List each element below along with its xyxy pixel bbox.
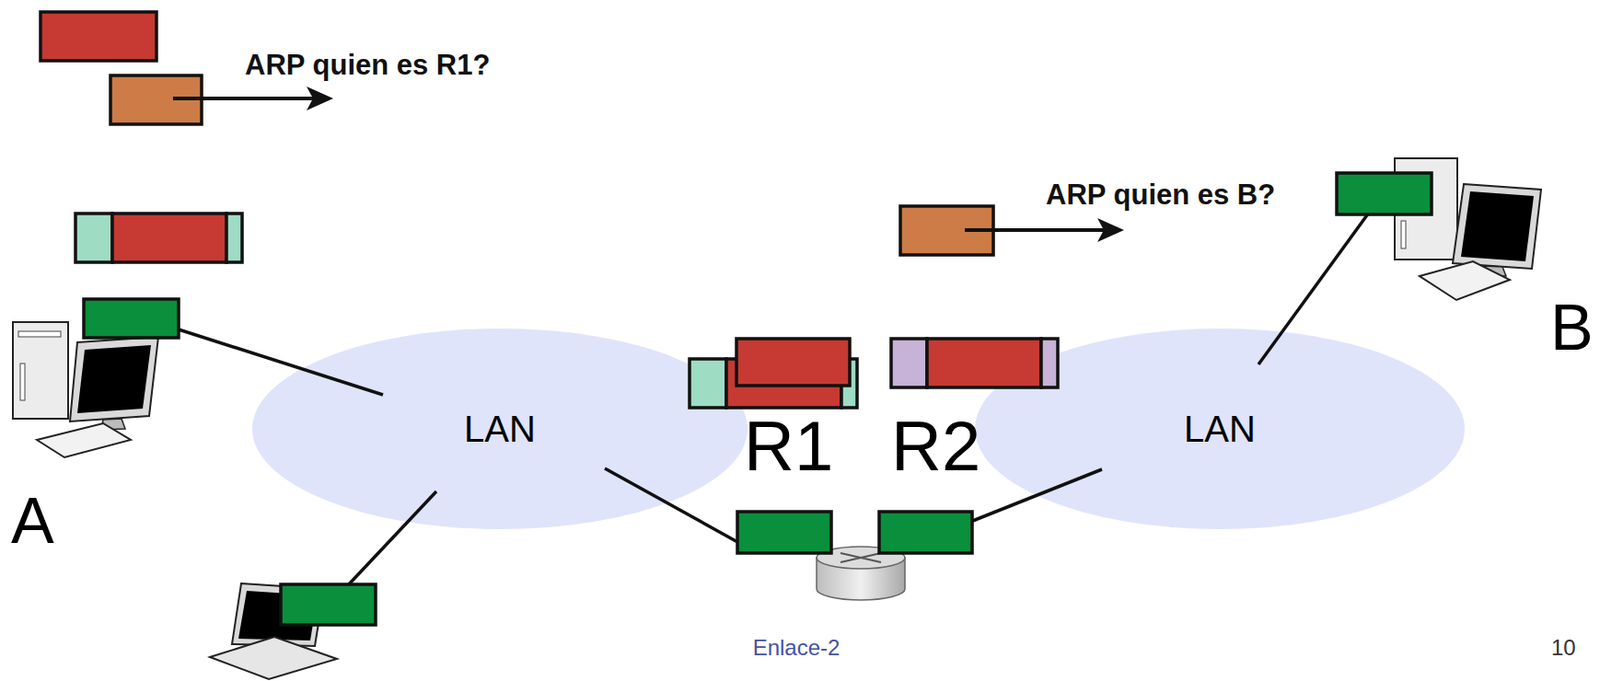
label-holder: A — [11, 488, 55, 554]
laptop-base — [209, 637, 337, 680]
network-adapter — [280, 584, 376, 626]
pc-screen — [1460, 191, 1534, 262]
pc-slot — [1401, 220, 1406, 249]
frame-trailer — [1041, 338, 1058, 388]
page-number: 10 — [1551, 637, 1577, 660]
label-holder: ARP quien es R1? — [244, 50, 490, 80]
frame-header — [891, 338, 928, 388]
datagram — [40, 11, 157, 61]
arp-query: ARP quien es R1? — [244, 50, 490, 80]
interface-name: R1 — [743, 411, 834, 482]
lan-ellipse-fill — [974, 328, 1465, 530]
network-name: LAN — [463, 408, 536, 450]
host-name: B — [1550, 295, 1594, 360]
network-name: LAN — [1183, 408, 1256, 450]
pc-monitor — [69, 336, 159, 422]
frame-trailer — [226, 213, 243, 263]
label-holder: 10 — [1551, 637, 1577, 660]
frame-payload — [927, 338, 1042, 388]
arrow-shaft — [173, 96, 318, 101]
label-holder: ARP quien es B? — [1045, 180, 1276, 209]
router-arrows — [840, 553, 882, 563]
label-holder: R1 — [743, 411, 834, 482]
pc-drive — [18, 331, 61, 337]
footer-title: Enlace-2 — [753, 637, 841, 660]
lan-cloud: LAN — [252, 328, 748, 530]
pc-slot — [20, 363, 25, 401]
router-interface — [737, 511, 832, 554]
router-interface — [879, 511, 973, 554]
label-holder: B — [1550, 295, 1594, 360]
lan-cloud: LAN — [974, 328, 1465, 530]
arrow-shaft — [964, 228, 1110, 232]
pc-screen — [77, 345, 151, 414]
network-adapter — [1336, 173, 1432, 215]
arp-query: ARP quien es B? — [1045, 180, 1276, 209]
pc-monitor — [1452, 184, 1542, 269]
label-holder: Enlace-2 — [753, 637, 841, 660]
interface-name: R2 — [891, 411, 981, 482]
pc-keyboard — [36, 423, 131, 458]
label-holder: R2 — [891, 411, 981, 482]
pc-tower — [12, 322, 69, 419]
host-name: A — [11, 488, 55, 554]
network-adapter — [83, 299, 179, 338]
frame-payload — [112, 213, 227, 263]
arrow-head — [306, 86, 334, 111]
pc-keyboard — [1419, 261, 1510, 301]
arrow-head — [1097, 218, 1125, 243]
datagram — [736, 338, 850, 386]
lan-ellipse-fill — [252, 328, 748, 530]
frame-header — [689, 359, 727, 408]
frame-header — [75, 213, 113, 263]
